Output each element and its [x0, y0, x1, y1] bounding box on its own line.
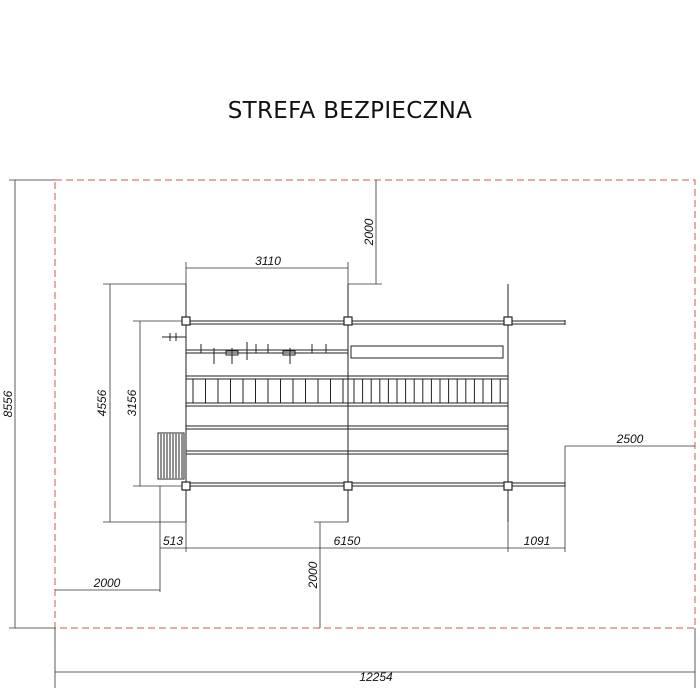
dimension-margin-left: 2000 [55, 486, 161, 592]
label-margin-top: 2000 [362, 218, 376, 246]
structure-plan [157, 284, 566, 522]
safety-zone-boundary [54, 179, 696, 629]
label-main-length: 6150 [334, 534, 361, 548]
dimension-total-height: 8556 [1, 179, 55, 629]
label-inner-depth: 3156 [125, 389, 139, 416]
steps-hatching [160, 434, 183, 478]
label-margin-bottom: 2000 [306, 561, 320, 589]
label-margin-right: 2500 [616, 432, 644, 446]
dimension-margin-right: 2500 [564, 432, 695, 486]
label-total-width: 12254 [359, 670, 393, 684]
label-right-overhang: 1091 [524, 534, 551, 548]
dimension-margin-top: 2000 [348, 180, 382, 285]
ladder-rungs-right [353, 379, 501, 403]
dimension-frame-depth: 4556 [95, 283, 186, 523]
label-total-height: 8556 [1, 390, 15, 417]
label-left-overhang: 513 [163, 534, 183, 548]
dimension-span-top: 3110 [185, 254, 349, 284]
label-span-top: 3110 [255, 254, 281, 268]
label-frame-depth: 4556 [95, 389, 109, 416]
label-margin-left: 2000 [93, 576, 121, 590]
dimension-inner-depth: 3156 [125, 320, 186, 487]
drawing-title: STREFA BEZPIECZNA [227, 98, 473, 124]
ladder-rungs-left [192, 379, 344, 403]
dimension-bottom-chain: 513 6150 1091 [160, 486, 566, 552]
dimension-total-width: 12254 [54, 628, 696, 688]
dimension-margin-bottom: 2000 [306, 521, 348, 628]
